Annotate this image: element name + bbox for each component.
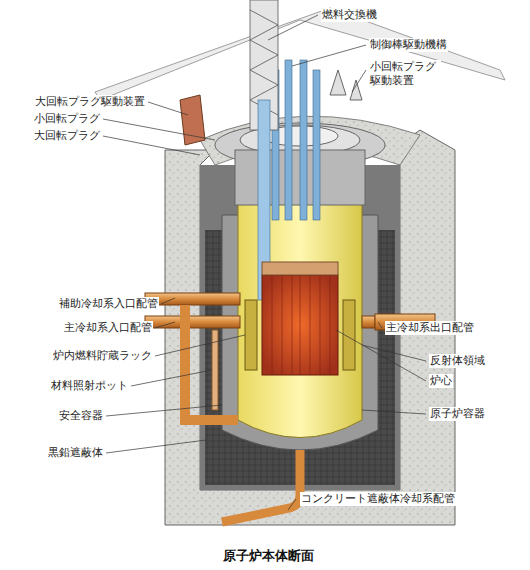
part-label: 原子炉容器 <box>429 407 486 421</box>
part-label: 制御棒駆動機構 <box>369 38 448 52</box>
part-label: 小回転プラグ 駆動装置 <box>369 60 441 88</box>
figure-caption: 原子炉本体断面 <box>223 547 314 565</box>
part-label: コンクリート遮蔽体冷却系配管 <box>300 492 456 506</box>
part-label: 補助冷却系入口配管 <box>58 297 159 311</box>
part-label: 主冷却系出口配管 <box>385 321 475 335</box>
part-label: 炉心 <box>429 374 453 388</box>
part-label: 反射体領域 <box>429 354 486 368</box>
part-label: 燃料交換機 <box>321 8 378 22</box>
part-label: 材料照射ポット <box>50 379 129 393</box>
part-label: 黒鉛遮蔽体 <box>47 446 104 460</box>
part-label: 大回転プラグ <box>33 129 101 143</box>
part-label: 小回転プラグ <box>33 112 101 126</box>
part-label: 大回転プラグ駆動装置 <box>34 95 146 109</box>
part-label: 炉内燃料貯蔵ラック <box>52 349 153 363</box>
part-label: 安全容器 <box>58 409 104 423</box>
part-label: 主冷却系入口配管 <box>63 321 153 335</box>
